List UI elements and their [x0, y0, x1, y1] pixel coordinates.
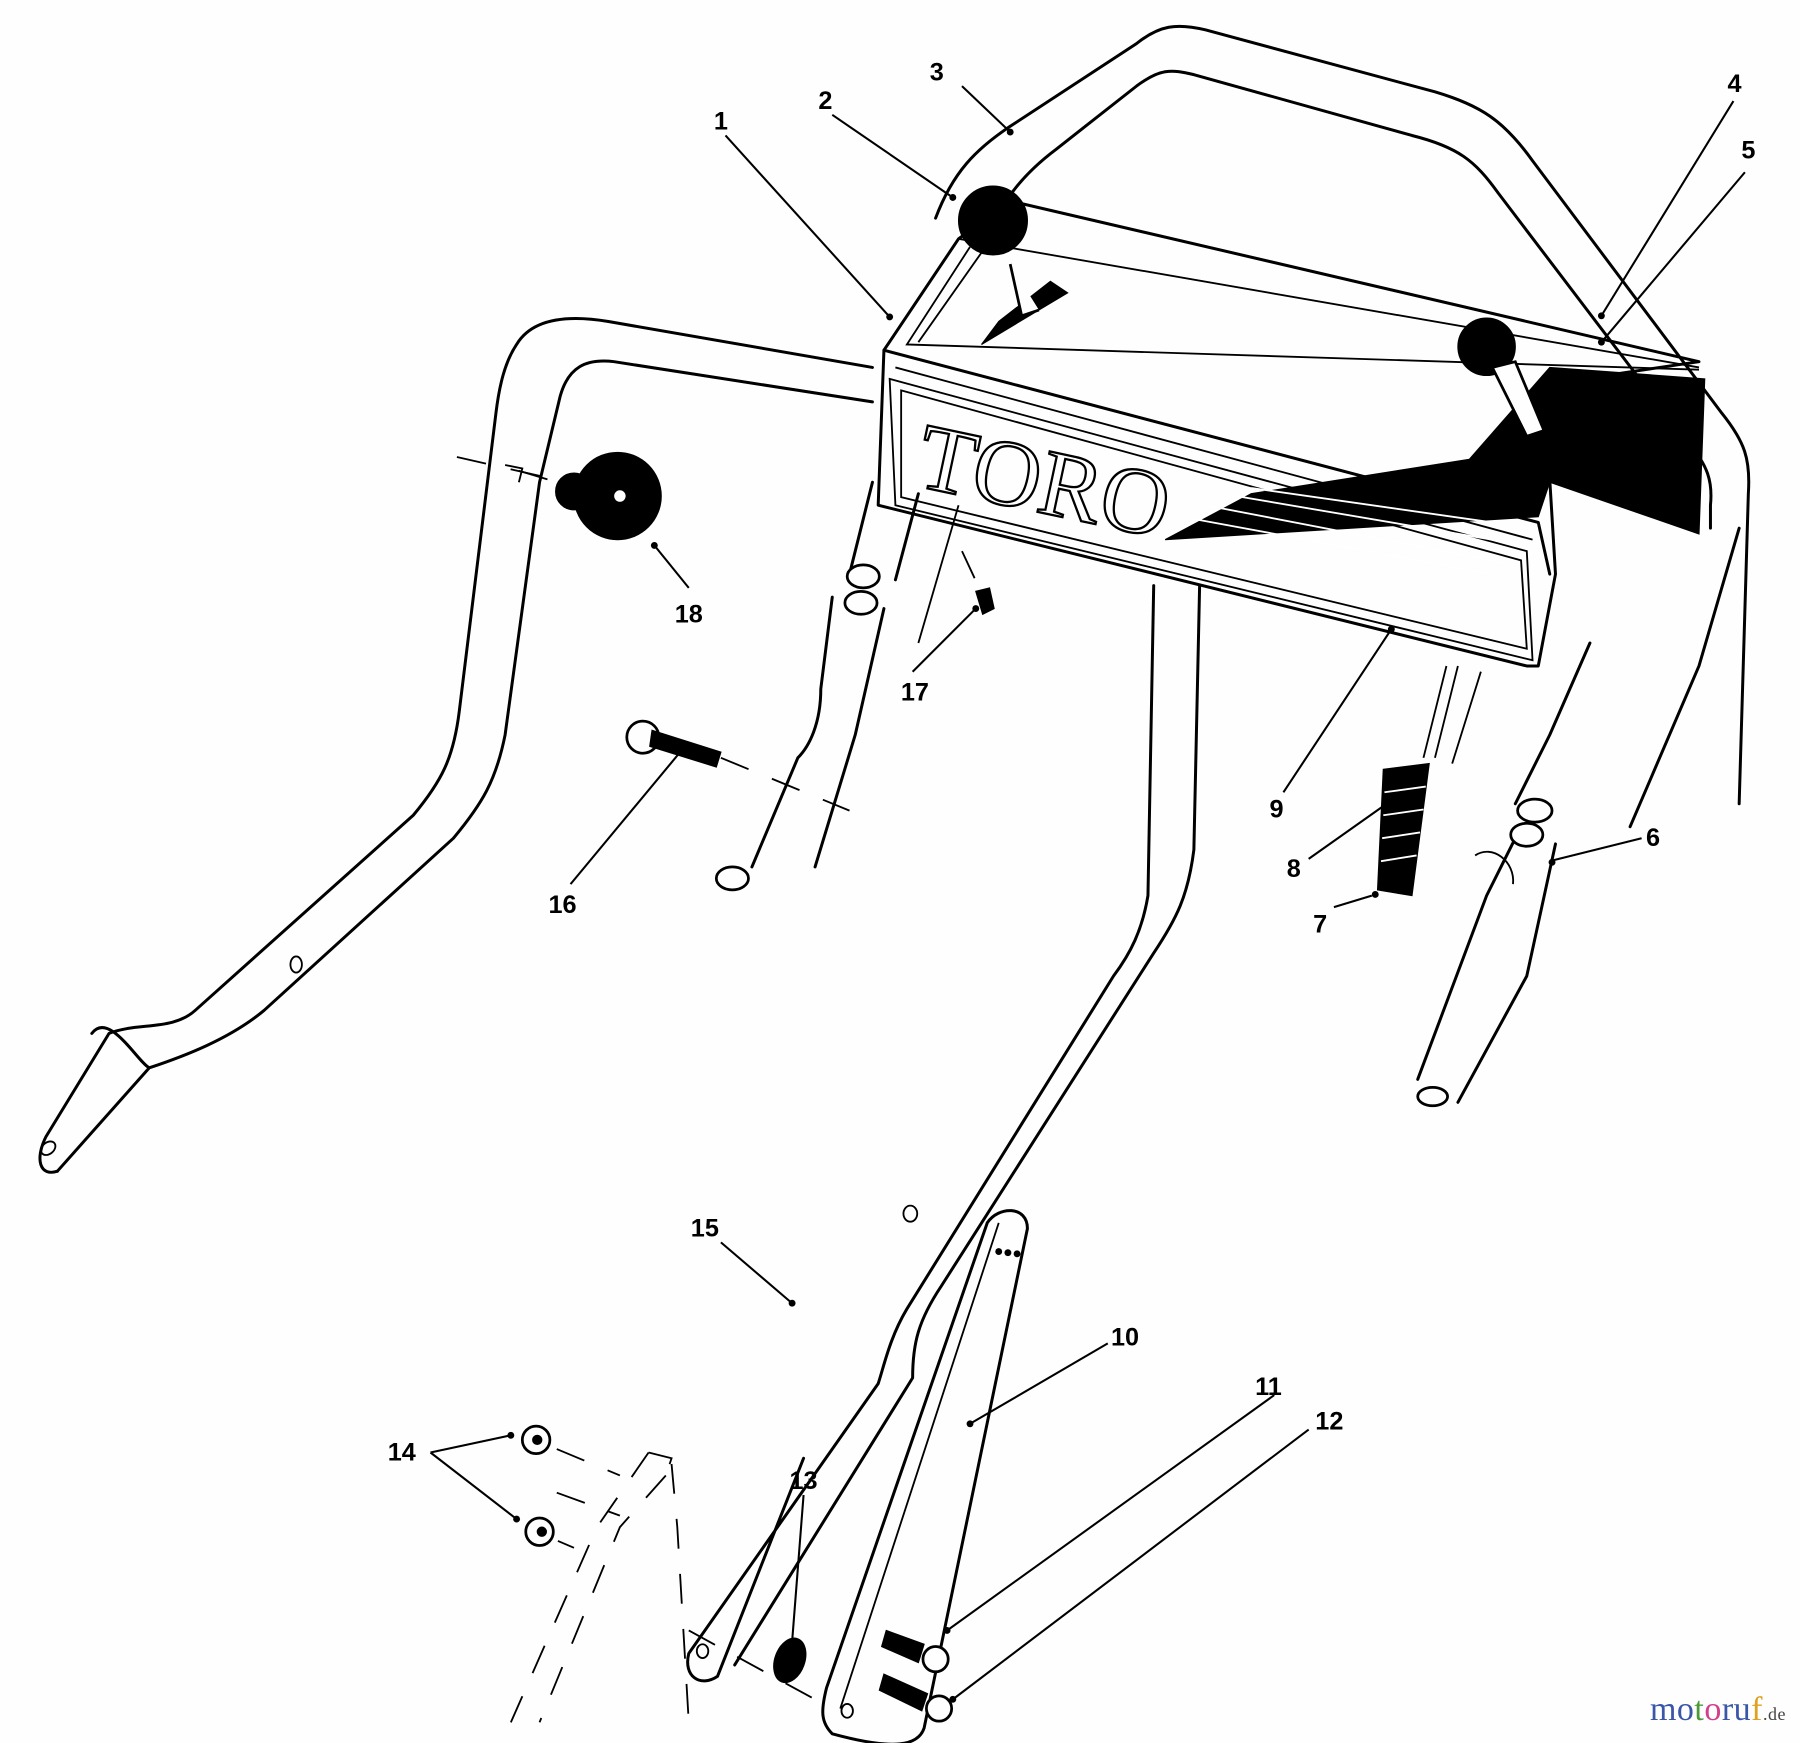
- wm-letter: m: [1649, 1691, 1677, 1728]
- callout-3: 3: [930, 58, 944, 86]
- watermark-logo: motoruf.de: [1650, 1691, 1786, 1729]
- callout-9: 9: [1270, 796, 1284, 824]
- callout-10: 10: [1111, 1324, 1139, 1352]
- callout-17: 17: [901, 678, 929, 706]
- wm-tld: .de: [1763, 1704, 1786, 1724]
- callout-15: 15: [691, 1215, 719, 1243]
- carriage-bolt: [625, 719, 850, 812]
- control-panel-housing: [876, 199, 1706, 668]
- throttle-knob: [957, 185, 1069, 345]
- lower-right-handle: [686, 584, 1202, 1683]
- right-side-tube: [1416, 526, 1741, 1108]
- callout-18: 18: [675, 600, 703, 628]
- callout-14: 14: [388, 1439, 416, 1467]
- callout-leaders: [429, 85, 1746, 1703]
- callout-5: 5: [1741, 136, 1755, 164]
- left-tube-segment: [714, 480, 920, 892]
- cable-spring: [917, 504, 1482, 897]
- callout-11: 11: [1255, 1373, 1282, 1401]
- callout-7: 7: [1313, 910, 1327, 938]
- callout-13: 13: [790, 1467, 818, 1495]
- traction-knob: [1457, 317, 1546, 439]
- lock-nuts: [520, 1424, 621, 1549]
- callout-16: 16: [548, 891, 576, 919]
- callout-labels: 1 2 3 4 5 6 7 8 9 10 11 12 13 14 15 16 1…: [388, 58, 1756, 1495]
- bolts: [878, 1629, 954, 1723]
- callout-8: 8: [1287, 855, 1301, 883]
- wm-letter: r: [1721, 1691, 1734, 1728]
- callout-1: 1: [714, 108, 728, 136]
- callout-6: 6: [1646, 824, 1660, 852]
- left-handle-tube: [38, 317, 874, 1174]
- callout-4: 4: [1728, 70, 1742, 98]
- wm-letter: o: [1676, 1691, 1695, 1728]
- wm-letter: f: [1751, 1691, 1763, 1728]
- spacer: [773, 1637, 807, 1684]
- handle-brace: [821, 1209, 1029, 1743]
- handle-knob: [518, 451, 662, 541]
- wm-letter: u: [1733, 1691, 1752, 1728]
- screw: [961, 550, 995, 616]
- callout-12: 12: [1315, 1408, 1343, 1436]
- deck-bracket: [510, 1451, 816, 1723]
- wm-letter: t: [1694, 1691, 1705, 1728]
- wm-letter: o: [1704, 1691, 1722, 1728]
- callout-2: 2: [818, 87, 832, 115]
